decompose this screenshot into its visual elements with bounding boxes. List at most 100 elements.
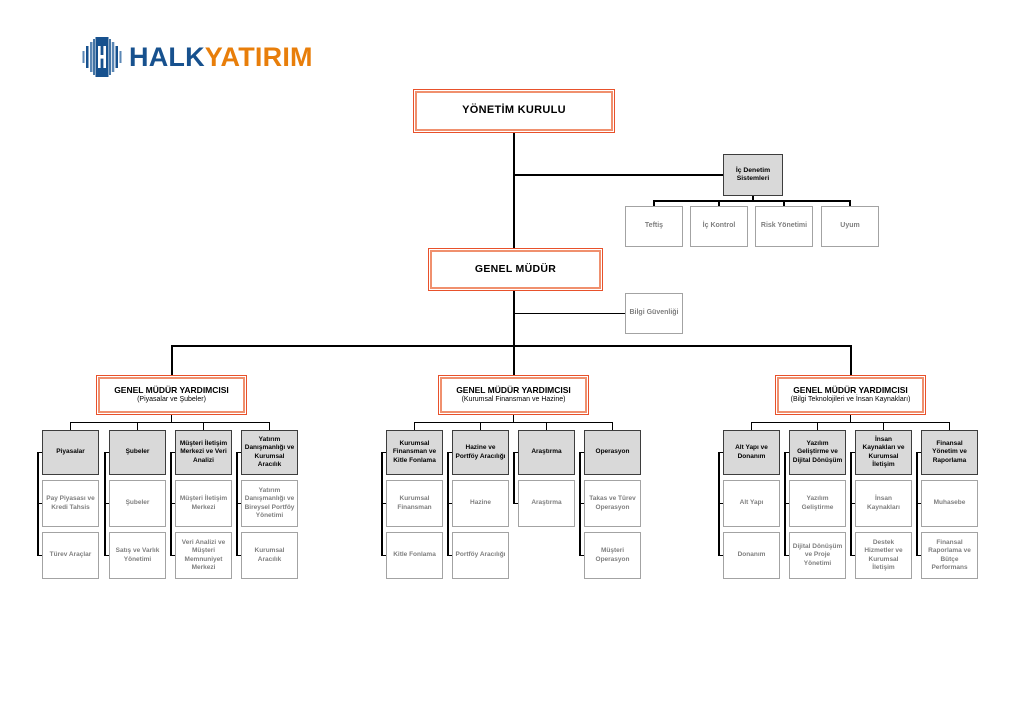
column-header-box: Piyasalar <box>42 430 99 475</box>
connector-line <box>381 502 386 505</box>
connector-line <box>882 421 885 430</box>
org-unit-box: Yatırım Danışmanlığı ve Bireysel Portföy… <box>241 480 298 527</box>
connector-line <box>236 451 241 454</box>
org-unit-box: Takas ve Türev Operasyon <box>584 480 641 527</box>
connector-line <box>515 312 625 315</box>
column-header-box: Araştırma <box>518 430 575 475</box>
connector-line <box>849 344 852 375</box>
connector-line <box>170 502 175 505</box>
connector-line <box>750 421 951 423</box>
connector-line <box>170 554 175 557</box>
org-unit-box: Hazine <box>452 480 509 527</box>
connector-line <box>104 451 109 454</box>
connector-line <box>850 554 855 557</box>
org-unit-box: Pay Piyasası ve Kredi Tahsis <box>42 480 99 527</box>
deputy-gm-subtitle: (Piyasalar ve Şubeler) <box>137 396 206 404</box>
connector-line <box>750 421 753 430</box>
connector-line <box>69 421 72 430</box>
connector-line <box>170 344 851 347</box>
connector-line <box>579 554 584 557</box>
connector-line <box>381 451 386 454</box>
halk-yatirim-logo: HALKYATIRIM <box>82 36 313 78</box>
column-header-box: Operasyon <box>584 430 641 475</box>
brand-halk: HALKYATIRIM <box>129 42 313 73</box>
brand-halk-text: HALK <box>129 41 205 72</box>
org-unit-box: Kitle Fonlama <box>386 532 443 579</box>
connector-line <box>413 421 416 430</box>
deputy-gm-box: GENEL MÜDÜR YARDIMCISI(Bilgi Teknolojile… <box>775 375 926 415</box>
connector-line <box>784 554 789 557</box>
column-header-box: İnsan Kaynakları ve Kurumsal İletişim <box>855 430 912 475</box>
audit-unit-box: Uyum <box>821 206 879 247</box>
connector-line <box>611 421 614 430</box>
org-unit-box: Kurumsal Finansman <box>386 480 443 527</box>
connector-line <box>579 451 584 454</box>
deputy-gm-title: GENEL MÜDÜR YARDIMCISI <box>456 384 571 395</box>
column-header-box: Şubeler <box>109 430 166 475</box>
connector-line <box>104 554 109 557</box>
audit-unit-box: İç Kontrol <box>690 206 748 247</box>
connector-line <box>447 554 452 557</box>
connector-line <box>170 415 173 423</box>
column-header-box: Hazine ve Portföy Aracılığı <box>452 430 509 475</box>
connector-line <box>512 415 515 423</box>
connector-line <box>718 502 723 505</box>
connector-line <box>513 502 518 505</box>
connector-line <box>784 451 789 454</box>
connector-line <box>916 554 921 557</box>
column-header-box: Finansal Yönetim ve Raporlama <box>921 430 978 475</box>
connector-line <box>916 451 921 454</box>
connector-line <box>479 421 482 430</box>
org-unit-box: Kurumsal Aracılık <box>241 532 298 579</box>
audit-unit-box: Teftiş <box>625 206 683 247</box>
connector-line <box>850 502 855 505</box>
org-unit-box: Finansal Raporlama ve Bütçe Performans <box>921 532 978 579</box>
column-header-box: Yatırım Danışmanlığı ve Kurumsal Aracılı… <box>241 430 298 475</box>
org-unit-box: Yazılım Geliştirme <box>789 480 846 527</box>
brand-yatirim-text: YATIRIM <box>204 41 313 72</box>
connector-line <box>69 421 271 423</box>
connector-line <box>816 421 819 430</box>
org-unit-box: Alt Yapı <box>723 480 780 527</box>
org-unit-box: Destek Hizmetler ve Kurumsal İletişim <box>855 532 912 579</box>
connector-line <box>718 200 720 206</box>
connector-line <box>916 502 921 505</box>
org-unit-box: Dijital Dönüşüm ve Proje Yönetimi <box>789 532 846 579</box>
connector-line <box>170 451 175 454</box>
column-header-box: Alt Yapı ve Donanım <box>723 430 780 475</box>
connector-line <box>170 344 173 375</box>
connector-line <box>653 200 655 206</box>
connector-line <box>136 421 139 430</box>
deputy-gm-box: GENEL MÜDÜR YARDIMCISI(Piyasalar ve Şube… <box>96 375 247 415</box>
deputy-gm-subtitle: (Bilgi Teknolojileri ve İnsan Kaynakları… <box>790 396 911 404</box>
board-box: YÖNETİM KURULU <box>413 89 615 133</box>
connector-line <box>545 421 548 430</box>
connector-line <box>268 421 271 430</box>
org-unit-box: Müşteri Operasyon <box>584 532 641 579</box>
deputy-gm-title: GENEL MÜDÜR YARDIMCISI <box>793 384 908 395</box>
connector-line <box>752 196 754 201</box>
connector-line <box>104 502 109 505</box>
connector-line <box>849 200 851 206</box>
connector-line <box>514 174 723 176</box>
org-unit-box: Türev Araçlar <box>42 532 99 579</box>
connector-line <box>513 133 515 248</box>
audit-unit-box: Risk Yönetimi <box>755 206 813 247</box>
connector-line <box>850 451 855 454</box>
column-header-box: Yazılım Geliştirme ve Dijital Dönüşüm <box>789 430 846 475</box>
org-unit-box: Muhasebe <box>921 480 978 527</box>
connector-line <box>236 502 241 505</box>
connector-line <box>513 451 518 454</box>
org-unit-box: Müşteri İletişim Merkezi <box>175 480 232 527</box>
general-manager-box: GENEL MÜDÜR <box>428 248 603 291</box>
connector-line <box>37 451 42 454</box>
connector-line <box>37 554 42 557</box>
org-unit-box: Şubeler <box>109 480 166 527</box>
connector-line <box>447 451 452 454</box>
connector-line <box>718 451 723 454</box>
column-header-box: Kurumsal Finansman ve Kitle Fonlama <box>386 430 443 475</box>
deputy-gm-title: GENEL MÜDÜR YARDIMCISI <box>114 384 229 395</box>
connector-line <box>513 291 515 375</box>
connector-line <box>783 200 785 206</box>
info-security-box: Bilgi Güvenliği <box>625 293 683 334</box>
